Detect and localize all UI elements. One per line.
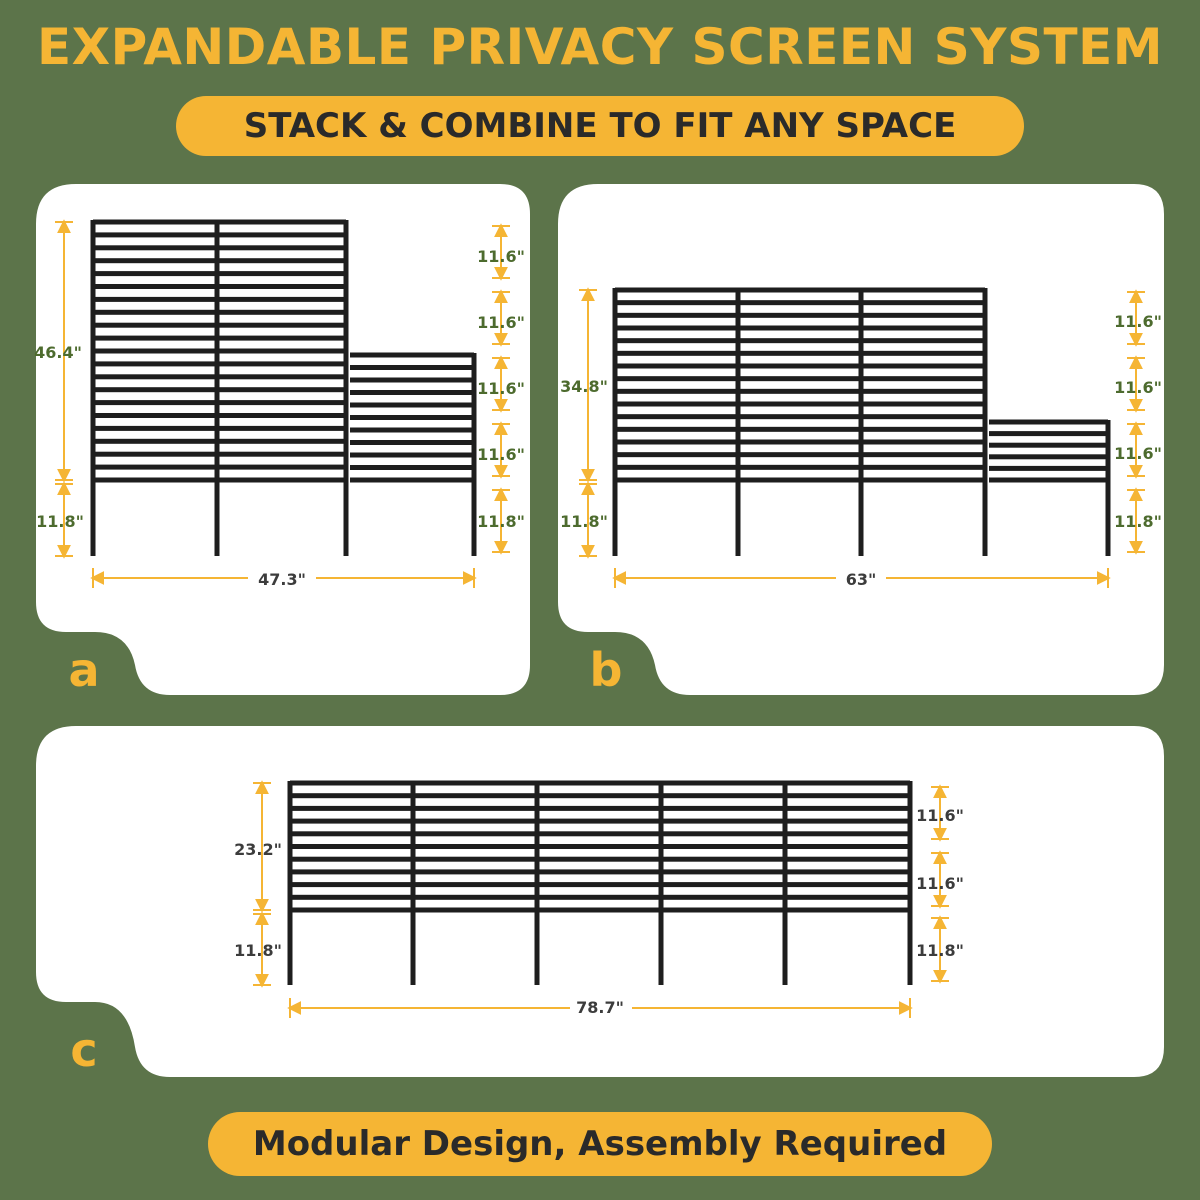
screen-slat <box>350 465 474 470</box>
screen-slat <box>615 464 985 470</box>
screen-slat <box>615 325 985 331</box>
a-letter: a <box>68 643 99 697</box>
subtitle-banner: STACK & COMBINE TO FIT ANY SPACE <box>176 96 1024 156</box>
a-width-label: 47.3" <box>258 570 306 589</box>
b-segment-label: 11.6" <box>1114 312 1162 331</box>
screen-slat <box>290 831 910 837</box>
screen-slat <box>615 363 985 369</box>
b-total-height-label: 34.8" <box>560 377 608 396</box>
screen-slat <box>350 402 474 408</box>
screen-post <box>907 781 913 985</box>
screen-slat <box>290 844 910 849</box>
screen-slat <box>989 465 1108 471</box>
screen-slat <box>989 442 1108 448</box>
screen-diagram-b <box>579 287 1145 588</box>
c-letter: c <box>70 1023 97 1077</box>
screen-post <box>735 288 741 556</box>
screen-slat <box>290 856 910 862</box>
screen-slat <box>350 390 474 395</box>
screen-slat <box>615 439 985 445</box>
screen-slat <box>350 365 474 370</box>
screen-post <box>612 288 618 556</box>
screen-post <box>410 781 416 985</box>
screen-slat <box>615 414 985 420</box>
screen-diagram-c <box>253 780 949 1018</box>
screen-slat <box>290 805 910 811</box>
screen-slat <box>615 287 985 293</box>
footer-banner: Modular Design, Assembly Required <box>208 1112 992 1176</box>
screen-post <box>982 288 988 556</box>
screen-slat <box>350 477 474 483</box>
b-leg-height-label: 11.8" <box>560 512 608 531</box>
screen-post <box>343 220 349 556</box>
a-segment-label: 11.6" <box>477 445 525 464</box>
a-segment-label: 11.6" <box>477 247 525 266</box>
b-segment-label: 11.6" <box>1114 378 1162 397</box>
screen-post <box>534 781 540 985</box>
a-segment-label: 11.6" <box>477 379 525 398</box>
b-width-label: 63" <box>846 570 877 589</box>
screen-post <box>90 220 96 556</box>
screen-post <box>214 220 220 556</box>
c-width-label: 78.7" <box>576 998 624 1017</box>
screen-post <box>287 781 293 985</box>
screen-slat <box>615 350 985 356</box>
screen-slat <box>615 388 985 394</box>
screen-post <box>658 781 664 985</box>
card-c <box>36 726 1164 1077</box>
screen-slat <box>350 377 474 383</box>
screen-diagram-a <box>55 219 510 588</box>
page-title: EXPANDABLE PRIVACY SCREEN SYSTEM <box>36 18 1164 76</box>
screen-post <box>858 288 864 556</box>
screen-slat <box>290 793 910 799</box>
a-leg-height-label: 11.8" <box>36 512 84 531</box>
screen-slat <box>350 415 474 420</box>
screen-post <box>1105 420 1111 556</box>
c-total-height-label: 23.2" <box>234 840 282 859</box>
c-leg-height-label: 11.8" <box>234 941 282 960</box>
screen-slat <box>989 454 1108 460</box>
screen-slat <box>290 882 910 888</box>
screen-slat <box>989 419 1108 425</box>
screen-slat <box>615 426 985 432</box>
c-segment-label: 11.6" <box>916 806 964 825</box>
screen-slat <box>290 818 910 824</box>
screen-slat <box>989 431 1108 437</box>
screen-slat <box>615 312 985 318</box>
screen-slat <box>615 477 985 483</box>
screen-slat <box>350 352 474 358</box>
screen-slat <box>615 401 985 407</box>
screen-slat <box>615 338 985 344</box>
a-total-height-label: 46.4" <box>34 343 82 362</box>
a-segment-label: 11.8" <box>477 512 525 531</box>
b-segment-label: 11.8" <box>1114 512 1162 531</box>
screen-post <box>782 781 788 985</box>
c-segment-label: 11.6" <box>916 874 964 893</box>
screen-post <box>471 353 477 556</box>
screen-slat <box>290 894 910 900</box>
c-segment-label: 11.8" <box>916 941 964 960</box>
screen-slat <box>989 477 1108 483</box>
screen-slat <box>290 780 910 786</box>
a-segment-label: 11.6" <box>477 313 525 332</box>
screen-slat <box>615 452 985 458</box>
screen-slat <box>290 869 910 875</box>
screen-slat <box>290 907 910 913</box>
screen-slat <box>350 440 474 445</box>
screen-slat <box>615 300 985 306</box>
screen-slat <box>615 376 985 382</box>
screen-slat <box>350 452 474 458</box>
b-letter: b <box>590 643 623 697</box>
screen-slat <box>350 427 474 433</box>
b-segment-label: 11.6" <box>1114 444 1162 463</box>
